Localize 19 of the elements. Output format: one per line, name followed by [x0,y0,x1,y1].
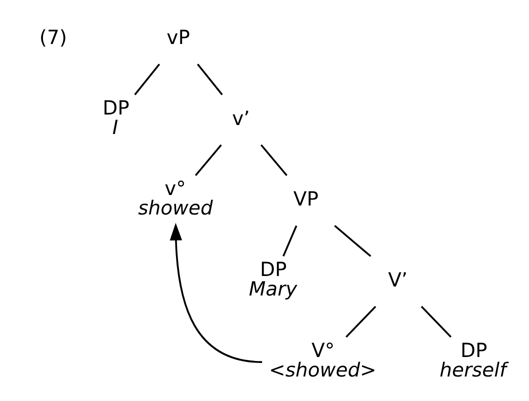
node-text: V° <showed> [269,338,376,382]
label: (7) [39,26,67,50]
connector [334,225,372,257]
node-text: DP Mary [248,258,298,300]
connector [282,225,298,257]
node-text: DP I [102,96,130,139]
connector [134,64,160,96]
node-text: DP herself [440,338,506,382]
connector [346,306,376,338]
node-text: vP [166,26,190,50]
node-text: V’ [388,268,408,292]
connector [420,306,452,338]
node-text: VP [293,188,318,211]
node-text: v’ [232,106,250,130]
connector [196,64,223,96]
arrow [170,222,262,363]
node-text: v° showed [138,177,213,220]
connector [194,144,222,176]
connector [260,144,288,176]
